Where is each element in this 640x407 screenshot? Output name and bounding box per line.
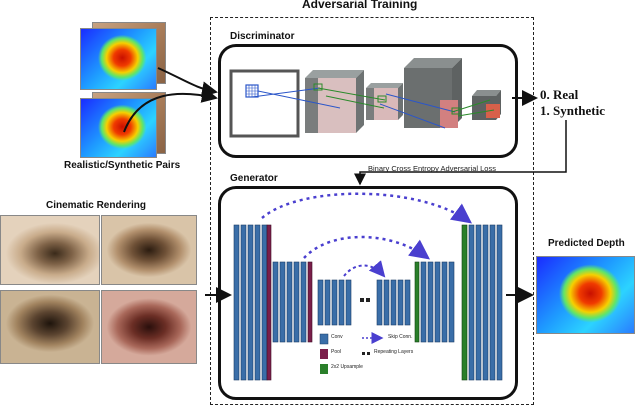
output-real: 0. Real [540, 87, 579, 102]
rendering-image-4 [101, 290, 197, 364]
pair-arrow-1 [157, 67, 218, 98]
rendering-image-2 [101, 215, 197, 285]
discriminator-network [229, 58, 501, 138]
predicted-depth-image [536, 256, 635, 334]
pairs-label: Realistic/Synthetic Pairs [64, 160, 181, 171]
diagram-title: Adversarial Training [302, 0, 418, 11]
generator-label: Generator [230, 173, 278, 184]
rendering-image-3 [0, 290, 100, 364]
skip-connection-1 [261, 192, 473, 224]
legend-skip: Skip Conn. [388, 334, 413, 340]
skip-connection-3 [343, 260, 386, 278]
pair-arrow-2 [123, 87, 218, 133]
generator-legend [319, 332, 384, 374]
predicted-depth-label: Predicted Depth [548, 238, 625, 249]
legend-upsample: 2x2 Upsample [331, 364, 363, 370]
rendering-image-1 [0, 215, 100, 285]
adversarial-training-box [210, 17, 534, 405]
legend-repeat: Repeating Layers [374, 349, 414, 355]
pair-depth-2 [80, 98, 157, 158]
pair-depth-1 [80, 28, 157, 90]
legend-conv: Conv [331, 334, 343, 340]
output-synthetic: 1. Synthetic [540, 103, 605, 118]
loss-label: Binary Cross Entropy Adversarial Loss [368, 164, 496, 173]
generator-network [233, 224, 503, 381]
discriminator-label: Discriminator [230, 31, 295, 42]
legend-pool: Pool [331, 349, 342, 355]
rendering-label: Cinematic Rendering [46, 200, 147, 211]
skip-connection-2 [303, 235, 431, 260]
loss-feedback-arrow [354, 120, 567, 186]
